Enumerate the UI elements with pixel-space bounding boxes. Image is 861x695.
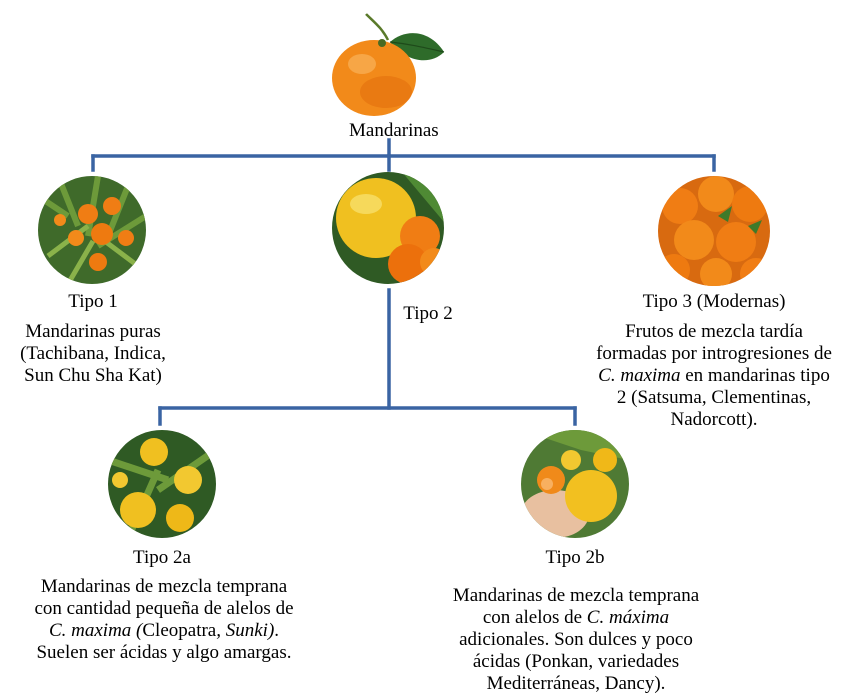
- tipo2b-description: Mandarinas de mezcla temprana con alelos…: [420, 585, 732, 695]
- tipo2a-desc-text: .: [274, 620, 280, 641]
- mandarin-tree-photo-icon: [38, 176, 146, 284]
- tipo3-desc-line: C. maxima en mandarinas tipo: [573, 365, 855, 387]
- mandarin-pile-photo-icon: [658, 176, 770, 286]
- tipo2b-desc-text: con alelos de: [482, 607, 587, 628]
- tipo2a-desc-line: Suelen ser ácidas y algo amargas.: [36, 642, 292, 663]
- tipo1-description: Mandarinas puras (Tachibana, Indica, Sun…: [8, 321, 178, 387]
- tipo2b-desc-line: Mediterráneas, Dancy).: [486, 673, 666, 694]
- tipo2a-desc-line: C. maxima (Cleopatra, Sunki).: [8, 620, 320, 642]
- tipo2b-desc-line: Mandarinas de mezcla temprana: [452, 585, 700, 606]
- tipo3-desc-line: Nadorcott).: [670, 409, 758, 430]
- tipo2-label: Tipo 2: [403, 303, 453, 324]
- tipo3-desc-text: en mandarinas tipo: [680, 365, 830, 386]
- tipo3-desc-line: 2 (Satsuma, Clementinas,: [616, 387, 812, 408]
- tipo3-description: Frutos de mezcla tardía formadas por int…: [573, 321, 855, 431]
- tipo1-desc-line: (Tachibana, Indica,: [20, 343, 166, 364]
- tipo2b-desc-line: ácidas (Ponkan, variedades: [472, 651, 680, 672]
- tipo2b-desc-line: con alelos de C. máxima: [420, 607, 732, 629]
- species-name: , Sunki): [216, 620, 275, 641]
- grapefruit-and-mandarins-photo-icon: [332, 172, 444, 284]
- root-label: Mandarinas: [349, 120, 439, 141]
- yellow-mandarin-branch-photo-icon: [108, 430, 216, 538]
- tipo2a-desc-line: con cantidad pequeña de alelos de: [34, 598, 294, 619]
- tipo1-desc-line: Mandarinas puras: [25, 321, 161, 342]
- tipo3-desc-line: formadas por introgresiones de: [596, 343, 832, 364]
- species-name: C. máxima: [586, 607, 670, 628]
- mandarin-with-leaf-icon: [326, 10, 450, 122]
- tipo3-desc-line: Frutos de mezcla tardía: [625, 321, 803, 342]
- tipo2a-desc-line: Mandarinas de mezcla temprana: [40, 576, 288, 597]
- tipo2b-desc-line: adicionales. Son dulces y poco: [459, 629, 693, 650]
- species-name: C. maxima: [598, 365, 681, 386]
- tipo2b-label: Tipo 2b: [545, 547, 605, 568]
- tipo2a-description: Mandarinas de mezcla temprana con cantid…: [8, 576, 320, 664]
- tipo3-label: Tipo 3 (Modernas): [642, 291, 786, 312]
- tipo1-label: Tipo 1: [68, 291, 118, 312]
- tipo2a-label: Tipo 2a: [133, 547, 191, 568]
- tipo1-desc-line: Sun Chu Sha Kat): [24, 365, 162, 386]
- tipo2a-desc-text: Cleopatra: [142, 620, 217, 641]
- hand-holding-mandarins-photo-icon: [521, 430, 629, 538]
- species-name: C. maxima (: [48, 620, 143, 641]
